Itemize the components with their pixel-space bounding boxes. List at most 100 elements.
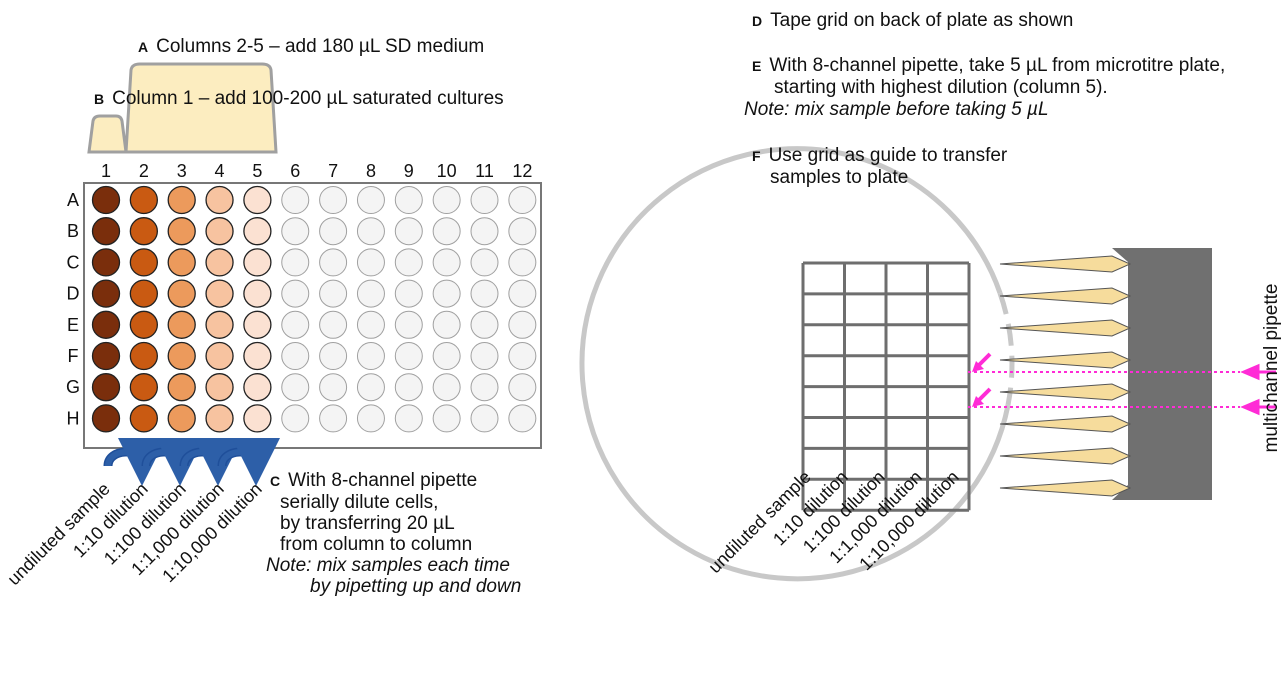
well [244, 374, 271, 401]
well [471, 218, 498, 245]
well [357, 343, 384, 370]
well [433, 311, 460, 338]
well [320, 187, 347, 214]
column-label: 12 [512, 161, 532, 181]
well [395, 374, 422, 401]
column-label: 5 [252, 161, 262, 181]
pipette-tip [1000, 352, 1130, 368]
well [206, 218, 233, 245]
well [357, 249, 384, 276]
well [282, 343, 309, 370]
well [320, 374, 347, 401]
well [433, 280, 460, 307]
step-c: CWith 8-channel pipette serially dilute … [270, 470, 521, 597]
step-letter: B [94, 91, 104, 107]
row-label: C [67, 252, 80, 272]
well [433, 343, 460, 370]
column-label: 8 [366, 161, 376, 181]
well [168, 187, 195, 214]
well [471, 405, 498, 432]
pipette-tip [1000, 288, 1130, 304]
well [168, 218, 195, 245]
well [206, 311, 233, 338]
well [244, 218, 271, 245]
column-label: 10 [437, 161, 457, 181]
step-e-note: Note: mix sample before taking 5 µL [744, 99, 1225, 121]
step-c-line-2: serially dilute cells, [270, 492, 521, 513]
well [93, 405, 120, 432]
well [282, 187, 309, 214]
well [395, 187, 422, 214]
step-c-line-4: from column to column [270, 534, 521, 555]
step-b: BColumn 1 – add 100-200 µL saturated cul… [94, 88, 504, 110]
step-c-note-2: by pipetting up and down [270, 576, 521, 597]
well [168, 280, 195, 307]
well [357, 405, 384, 432]
step-d: D Tape grid on back of plate as shown [752, 10, 1073, 32]
well [282, 374, 309, 401]
well [93, 218, 120, 245]
step-letter: A [138, 39, 148, 55]
pipette-body [1112, 248, 1212, 500]
well [93, 249, 120, 276]
well [433, 218, 460, 245]
well [206, 343, 233, 370]
well [471, 249, 498, 276]
well [282, 405, 309, 432]
row-label: A [67, 190, 79, 210]
row-label: G [66, 377, 80, 397]
well [244, 343, 271, 370]
well [357, 187, 384, 214]
well [471, 280, 498, 307]
well [130, 405, 157, 432]
step-e-line-1: With 8-channel pipette, take 5 µL from m… [769, 55, 1225, 76]
step-a-text: Columns 2-5 – add 180 µL SD medium [156, 36, 484, 57]
well [357, 311, 384, 338]
well [395, 343, 422, 370]
well [130, 343, 157, 370]
pipette-tip [1000, 416, 1130, 432]
well [320, 343, 347, 370]
microtiter-plate: 123456789101112ABCDEFGH [66, 161, 541, 448]
well [206, 249, 233, 276]
column-label: 9 [404, 161, 414, 181]
well [471, 374, 498, 401]
well [471, 311, 498, 338]
step-letter: F [752, 148, 761, 164]
column-label: 11 [475, 161, 494, 181]
step-d-text: Tape grid on back of plate as shown [770, 10, 1073, 31]
well [206, 280, 233, 307]
well [395, 405, 422, 432]
well [130, 187, 157, 214]
pipette-tip [1000, 320, 1130, 336]
well [395, 218, 422, 245]
well [509, 187, 536, 214]
agar-plate-circle-hidden [1000, 293, 1012, 405]
well [357, 374, 384, 401]
well [93, 280, 120, 307]
well [509, 280, 536, 307]
row-label: F [68, 346, 79, 366]
well [168, 311, 195, 338]
step-f-line-2: samples to plate [752, 167, 1007, 189]
step-e-line-2: starting with highest dilution (column 5… [752, 77, 1225, 99]
step-letter: C [270, 473, 280, 489]
pipette-tip [1000, 448, 1130, 464]
step-letter: D [752, 13, 762, 29]
left-dilution-labels: undiluted sample1:10 dilution1:100 dilut… [3, 479, 265, 589]
well [130, 311, 157, 338]
well [395, 249, 422, 276]
well [282, 311, 309, 338]
step-f: F Use grid as guide to transfer samples t… [752, 145, 1007, 189]
pipette-tip [1000, 384, 1130, 400]
well [244, 311, 271, 338]
step-f-line-1: Use grid as guide to transfer [769, 145, 1008, 166]
well [320, 218, 347, 245]
well [168, 405, 195, 432]
well [93, 343, 120, 370]
row-label: H [67, 408, 80, 428]
row-label: D [67, 284, 80, 304]
step-a: A Columns 2-5 – add 180 µL SD medium [138, 36, 484, 58]
well [244, 405, 271, 432]
